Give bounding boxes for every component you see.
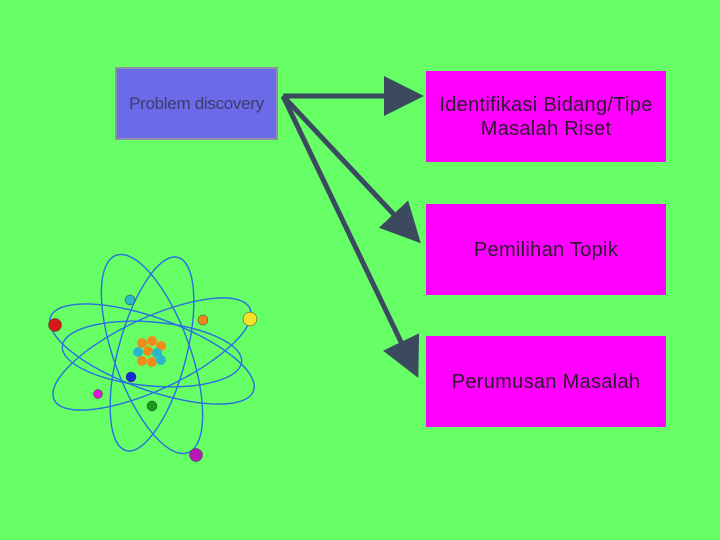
problem-discovery-label: Problem discovery — [129, 93, 264, 113]
identification-box: Identifikasi Bidang/Tipe Masalah Riset — [426, 71, 666, 162]
problem-formulation-box: Perumusan Masalah — [426, 336, 666, 427]
atom-orbits — [49, 253, 255, 455]
atom-illustration — [48, 253, 258, 462]
problem-formulation-label: Perumusan Masalah — [451, 370, 641, 393]
topic-selection-box: Pemilihan Topik — [426, 204, 666, 295]
identification-label: Identifikasi Bidang/Tipe Masalah Riset — [439, 93, 653, 140]
arrow-to-target-2 — [280, 94, 420, 379]
atom-nucleus — [133, 336, 166, 367]
arrow-to-target-1 — [281, 94, 421, 244]
topic-selection-label: Pemilihan Topik — [473, 238, 619, 261]
problem-discovery-box: Problem discovery — [115, 67, 278, 140]
atom-electrons — [48, 294, 258, 462]
